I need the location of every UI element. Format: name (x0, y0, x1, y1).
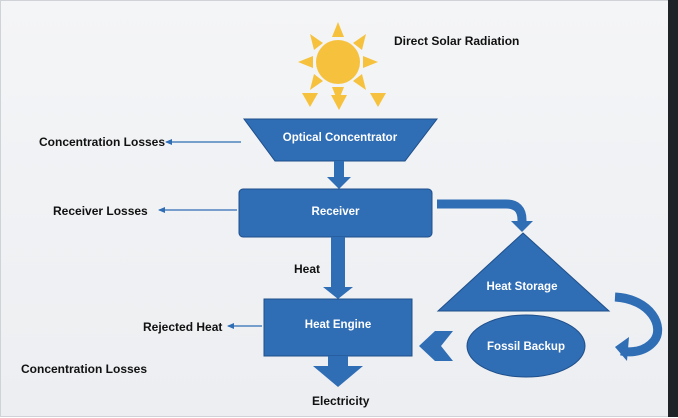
arrow-concentrator-to-receiver (327, 161, 351, 189)
heat-storage-shape (436, 232, 611, 312)
concentration-losses-label: Concentration Losses (39, 135, 166, 149)
receiver-label: Receiver (311, 206, 360, 218)
curved-arrow-storage-to-fossil (614, 292, 663, 361)
arrow-engine-to-electricity (313, 356, 363, 387)
fossil-backup-label: Fossil Backup (487, 341, 565, 353)
direct-solar-radiation-label: Direct Solar Radiation (394, 34, 520, 48)
arrow-receiver-to-heat-storage (437, 199, 533, 232)
rejected-heat-label: Rejected Heat (143, 320, 223, 334)
sun-icon (298, 22, 378, 102)
chevron-fossil-to-engine-icon (419, 331, 453, 361)
heat-flow-label: Heat (294, 262, 321, 276)
edge-bar (668, 0, 678, 417)
radiation-rays-icon (302, 93, 386, 110)
optical-concentrator-label: Optical Concentrator (282, 132, 398, 144)
arrow-receiver-to-heat-engine (323, 237, 353, 299)
fossil-backup-shape (466, 314, 586, 378)
heat-engine-shape (263, 298, 413, 357)
receiver-losses-label: Receiver Losses (53, 204, 148, 218)
electricity-label: Electricity (312, 394, 370, 408)
concentration-losses-bottom-label: Concentration Losses (21, 362, 148, 376)
heat-engine-label: Heat Engine (304, 319, 372, 331)
heat-storage-label: Heat Storage (486, 281, 558, 293)
optical-concentrator-shape (243, 118, 439, 162)
